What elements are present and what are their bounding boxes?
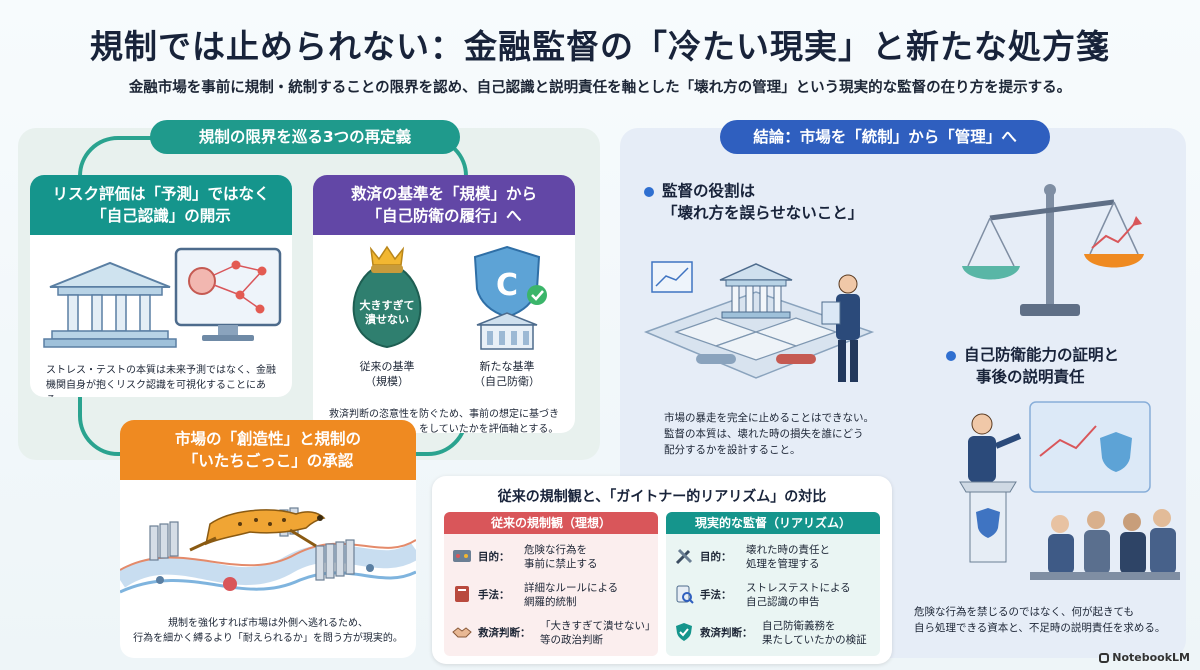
bullet2-title-line1: 自己防衛能力の証明と	[964, 346, 1120, 364]
notebook-icon	[1099, 653, 1110, 663]
card-rescue-criteria-title: 救済の基準を「規模」から 「自己防衛の履行」へ	[313, 175, 575, 235]
cheetah-icon	[189, 509, 326, 552]
old-criteria-sub: （規模）	[365, 375, 409, 388]
handshake-icon	[452, 627, 472, 638]
money-bag-label-line2: 潰せない	[365, 313, 409, 326]
comparison-column-traditional: 従来の規制観（理想） 目的： 危険な行為を 事前に禁止する 手法： 詳細なルール…	[444, 512, 658, 656]
bullet-dot-icon	[946, 350, 956, 361]
supervisor-model-illustration	[643, 261, 875, 382]
money-bag-label-line1: 大きすぎて	[359, 299, 415, 312]
card1-title-line2: 「自己認識」の開示	[91, 207, 231, 225]
rulebook-icon	[455, 586, 469, 602]
table-row: 手法： 詳細なルールによる 網羅的統制	[452, 578, 652, 614]
table-row: 救済判断： 自己防衛義務を 果たしていたかの検証	[674, 616, 874, 652]
bank-and-monitor-illustration	[43, 247, 282, 348]
brand-name: NotebookLM	[1112, 651, 1190, 664]
card3-title-line1: 市場の「創造性」と規制の	[174, 430, 361, 448]
bullet1-text-line1: 市場の暴走を完全に止めることはできない。	[664, 412, 874, 424]
card-rescue-criteria: 救済の基準を「規模」から 「自己防衛の履行」へ 大きすぎて 潰せない C	[313, 175, 575, 433]
clipboard-search-icon	[676, 585, 694, 604]
comparison-head-traditional: 従来の規制観（理想）	[444, 512, 658, 534]
cheetah-jumping-barriers-illustration	[120, 507, 416, 594]
bullet-supervision-role: 監督の役割は 「壊れ方を誤らせないこと」	[644, 180, 944, 224]
bullet2-title-line2: 事後の説明責任	[976, 368, 1085, 386]
bullet1-text-line2: 監督の本質は、壊れた時の損失を誰にどう	[664, 428, 864, 440]
right-section-title: 結論：市場を「統制」から「管理」へ	[720, 120, 1050, 154]
comparison-title: 従来の規制観と、「ガイトナー的リアリズム」の対比	[497, 489, 827, 505]
svg-text:C: C	[496, 268, 518, 303]
card2-title-line1: 救済の基準を「規模」から	[350, 185, 537, 203]
speaker-icon	[968, 413, 1022, 482]
new-criteria-label: 新たな基準	[479, 360, 535, 373]
bullet2-text-line1: 危険な行為を禁じるのではなく、何が起きても	[914, 606, 1134, 618]
table-row: 救済判断： 「大きすぎて潰せない」 等の政治判断	[452, 616, 656, 652]
shield-building-icon: C	[473, 245, 547, 350]
card1-text-line2: 機関自身が抱くリスク認識を可視化することにある。	[46, 380, 266, 397]
page-title: 規制では止められない：金融監督の「冷たい現実」と新たな処方箋	[90, 27, 1110, 66]
audience-icon	[1030, 509, 1180, 580]
card-market-creativity-title: 市場の「創造性」と規制の 「いたちごっこ」の承認	[120, 420, 416, 480]
table-row: 目的： 壊れた時の責任と 処理を管理する	[674, 540, 874, 576]
card3-text-line2: 行為を細かく縛るより「耐えられるか」を問う方が現実的。	[133, 633, 403, 644]
card-risk-assessment-title: リスク評価は「予測」ではなく 「自己認識」の開示	[30, 175, 292, 235]
card-market-creativity: 市場の「創造性」と規制の 「いたちごっこ」の承認 規制を強化すれば市場は外側へ逃…	[120, 420, 416, 658]
podium-icon	[959, 481, 1017, 563]
bullet2-text-line2: 自ら処理できる資本と、不足時の説明責任を求める。	[914, 622, 1166, 634]
left-section-title: 規制の限界を巡る3つの再定義	[150, 120, 460, 154]
table-row: 目的： 危険な行為を 事前に禁止する	[452, 540, 652, 576]
brand-logo: NotebookLM	[1099, 651, 1190, 664]
card1-text-line1: ストレス・テストの本質は未来予測ではなく、金融	[46, 365, 276, 376]
spring-icon	[696, 354, 816, 364]
comparison-column-realism: 現実的な監督（リアリズム） 目的： 壊れた時の責任と 処理を管理する 手法： ス…	[666, 512, 880, 656]
balance-scale-icon	[962, 184, 1144, 316]
bullet2-description: 危険な行為を禁じるのではなく、何が起きても 自ら処理できる資本と、不足時の説明責…	[914, 604, 1184, 636]
money-bag-icon	[352, 245, 422, 349]
person-icon	[821, 274, 860, 382]
card2-title-line2: 「自己防衛の履行」へ	[366, 207, 522, 225]
shield-check-icon	[676, 623, 692, 641]
page-subtitle: 金融市場を事前に規制・統制することの限界を認め、自己認識と説明責任を軸とした「壊…	[128, 80, 1072, 96]
card1-title-line1: リスク評価は「予測」ではなく	[52, 185, 270, 203]
comparison-table: 従来の規制観と、「ガイトナー的リアリズム」の対比 従来の規制観（理想） 目的： …	[432, 476, 892, 664]
bullet1-description: 市場の暴走を完全に止めることはできない。 監督の本質は、壊れた時の損失を誰にどう…	[664, 410, 894, 458]
card-risk-assessment: リスク評価は「予測」ではなく 「自己認識」の開示	[30, 175, 292, 397]
bank-building-icon	[43, 261, 177, 348]
card2-text-line2: 十分な備え（資本）をしていたかを評価軸とする。	[329, 424, 559, 433]
bullet1-text-line3: 配分するかを設計すること。	[664, 444, 801, 456]
comparison-head-realism: 現実的な監督（リアリズム）	[666, 512, 880, 534]
table-row: 手法： ストレステストによる 自己認識の申告	[674, 578, 874, 614]
card3-title-line2: 「いたちごっこ」の承認	[182, 452, 354, 470]
new-criteria-sub: （自己防衛）	[474, 375, 540, 388]
speaker-podium-illustration	[959, 401, 1180, 580]
old-criteria-label: 従来の基準	[359, 360, 415, 373]
card2-text-line1: 救済判断の恣意性を防ぐため、事前の想定に基づき	[329, 409, 559, 420]
control-panel-icon	[453, 550, 471, 562]
monitor-network-icon	[174, 247, 282, 341]
bullet-dot-icon	[644, 186, 654, 197]
bullet1-title-line2: 「壊れ方を誤らせないこと」	[662, 204, 864, 222]
card3-text-line1: 規制を強化すれば市場は外側へ逃れるため、	[168, 618, 368, 629]
tools-icon	[675, 548, 693, 565]
bullet1-title-line1: 監督の役割は	[662, 182, 756, 200]
bullet-accountability: 自己防衛能力の証明と 事後の説明責任	[946, 344, 1176, 388]
bank-building-icon	[719, 263, 793, 319]
